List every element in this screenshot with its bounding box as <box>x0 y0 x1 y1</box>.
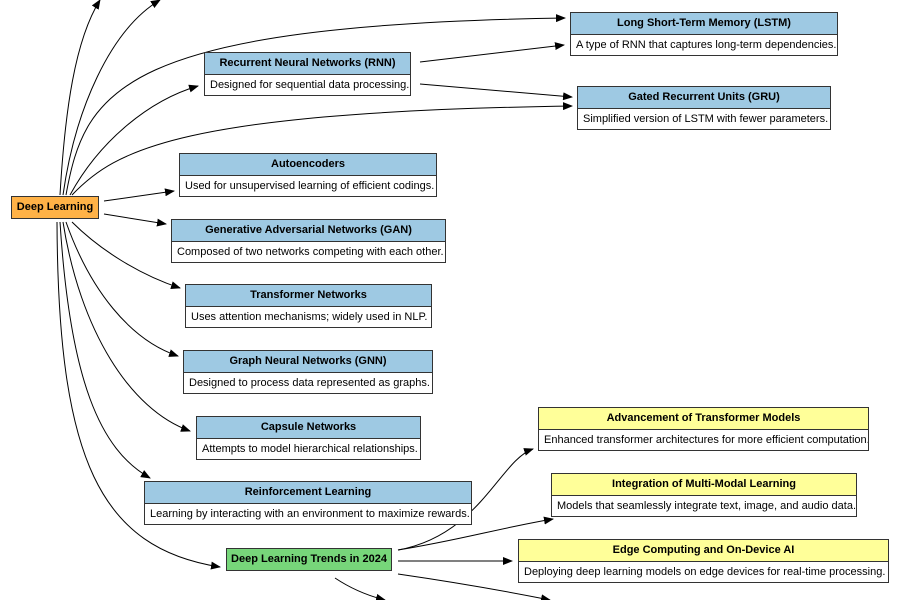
node-desc: A type of RNN that captures long-term de… <box>571 35 837 55</box>
trend-desc: Enhanced transformer architectures for m… <box>539 430 868 450</box>
edge-trends-multimodal <box>397 516 554 551</box>
trend-desc: Deploying deep learning models on edge d… <box>519 562 888 582</box>
node-title: Autoencoders <box>180 154 436 176</box>
trends-node[interactable]: Deep Learning Trends in 2024 <box>226 548 392 571</box>
node-title: Graph Neural Networks (GNN) <box>184 351 432 373</box>
node-title: Long Short-Term Memory (LSTM) <box>571 13 837 35</box>
node-gnn[interactable]: Graph Neural Networks (GNN) Designed to … <box>183 350 433 394</box>
trend-title: Advancement of Transformer Models <box>539 408 868 430</box>
node-gru[interactable]: Gated Recurrent Units (GRU) Simplified v… <box>577 86 831 130</box>
edge-root-autoencoders <box>103 188 175 202</box>
root-node-label: Deep Learning <box>16 201 94 213</box>
trend-multimodal[interactable]: Integration of Multi-Modal Learning Mode… <box>551 473 857 517</box>
edge-root-lstm <box>65 14 566 196</box>
edge-root-transformer <box>71 221 181 290</box>
node-title: Gated Recurrent Units (GRU) <box>578 87 830 109</box>
node-gan[interactable]: Generative Adversarial Networks (GAN) Co… <box>171 219 446 263</box>
node-desc: Designed for sequential data processing. <box>205 75 410 95</box>
edge-root-rnn <box>69 84 199 196</box>
trend-desc: Models that seamlessly integrate text, i… <box>552 496 856 516</box>
node-title: Transformer Networks <box>186 285 431 307</box>
node-title: Recurrent Neural Networks (RNN) <box>205 53 410 75</box>
edge-root-gnn <box>65 221 179 357</box>
edge-rnn-gru <box>419 83 573 101</box>
node-title: Reinforcement Learning <box>145 482 471 504</box>
edge-root-gru <box>71 102 573 196</box>
node-desc: Attempts to model hierarchical relations… <box>197 439 420 459</box>
node-rl[interactable]: Reinforcement Learning Learning by inter… <box>144 481 472 525</box>
edge-offscreen-1 <box>59 0 101 196</box>
node-desc: Simplified version of LSTM with fewer pa… <box>578 109 830 129</box>
edge-rnn-lstm <box>419 42 565 63</box>
trend-title: Integration of Multi-Modal Learning <box>552 474 856 496</box>
trend-edge-computing[interactable]: Edge Computing and On-Device AI Deployin… <box>518 539 889 583</box>
trends-node-label: Deep Learning Trends in 2024 <box>231 553 387 565</box>
node-autoencoders[interactable]: Autoencoders Used for unsupervised learn… <box>179 153 437 197</box>
edge-root-capsule <box>62 221 191 432</box>
node-desc: Uses attention mechanisms; widely used i… <box>186 307 431 327</box>
node-title: Generative Adversarial Networks (GAN) <box>172 220 445 242</box>
edge-root-rl <box>59 221 151 479</box>
node-transformer[interactable]: Transformer Networks Uses attention mech… <box>185 284 432 328</box>
node-rnn[interactable]: Recurrent Neural Networks (RNN) Designed… <box>204 52 411 96</box>
root-node[interactable]: Deep Learning <box>11 196 99 219</box>
edge-trends-offscreen-down <box>334 577 386 600</box>
edge-trends-advancement <box>397 448 534 551</box>
node-desc: Used for unsupervised learning of effici… <box>180 176 436 196</box>
node-desc: Composed of two networks competing with … <box>172 242 445 262</box>
node-title: Capsule Networks <box>197 417 420 439</box>
node-desc: Designed to process data represented as … <box>184 373 432 393</box>
edge-root-trends <box>56 221 221 570</box>
edge-trends-offscreen-right <box>397 573 551 600</box>
edge-offscreen-2 <box>62 0 161 196</box>
node-desc: Learning by interacting with an environm… <box>145 504 471 524</box>
node-capsule[interactable]: Capsule Networks Attempts to model hiera… <box>196 416 421 460</box>
node-lstm[interactable]: Long Short-Term Memory (LSTM) A type of … <box>570 12 838 56</box>
edge-root-gan <box>103 213 167 227</box>
trend-advancement-transformer[interactable]: Advancement of Transformer Models Enhanc… <box>538 407 869 451</box>
trend-title: Edge Computing and On-Device AI <box>519 540 888 562</box>
